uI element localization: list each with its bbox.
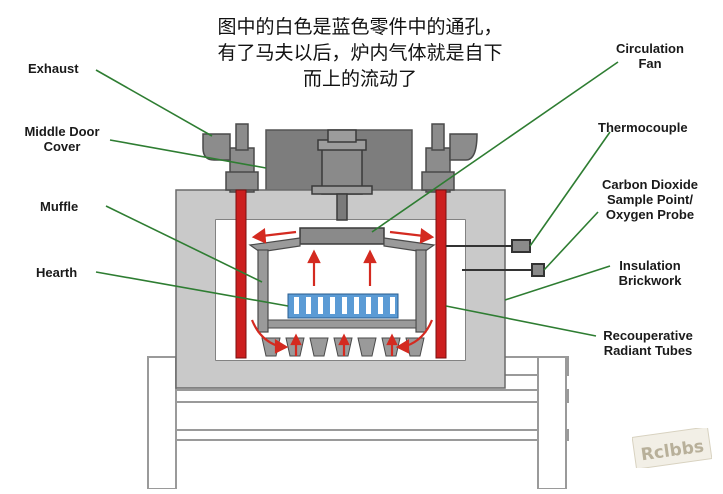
exhaust-right: [421, 123, 478, 193]
label-middle-door-cover: Middle Door Cover: [24, 124, 100, 154]
caption-line-2: 有了马夫以后，炉内气体就是自下: [217, 42, 503, 64]
label-hearth: Hearth: [36, 265, 78, 280]
label-thermocouple: Thermocouple: [598, 120, 688, 135]
caption: 图中的白色是蓝色零件中的通孔， 有了马夫以后，炉内气体就是自下 而上的流动了: [150, 14, 570, 92]
blue-parts: [287, 293, 399, 319]
fan-motor: [299, 129, 385, 245]
label-exhaust: Exhaust: [28, 61, 79, 76]
caption-line-1: 图中的白色是蓝色零件中的通孔，: [217, 16, 503, 38]
label-radiant-tubes: Recouperative Radiant Tubes: [603, 328, 693, 358]
label-co2-sample-point: Carbon Dioxide Sample Point/ Oxygen Prob…: [601, 177, 699, 222]
caption-line-3: 而上的流动了: [302, 68, 417, 90]
label-insulation-brickwork: Insulation Brickwork: [618, 258, 682, 288]
label-circulation-fan: Circulation Fan: [616, 41, 684, 71]
watermark-logo: Rclbbs: [632, 428, 712, 468]
exhaust-left: [202, 123, 259, 193]
muffle: [248, 237, 436, 333]
label-muffle: Muffle: [40, 199, 79, 214]
flow-arrows: [250, 228, 435, 356]
leader-lines: [95, 61, 619, 337]
